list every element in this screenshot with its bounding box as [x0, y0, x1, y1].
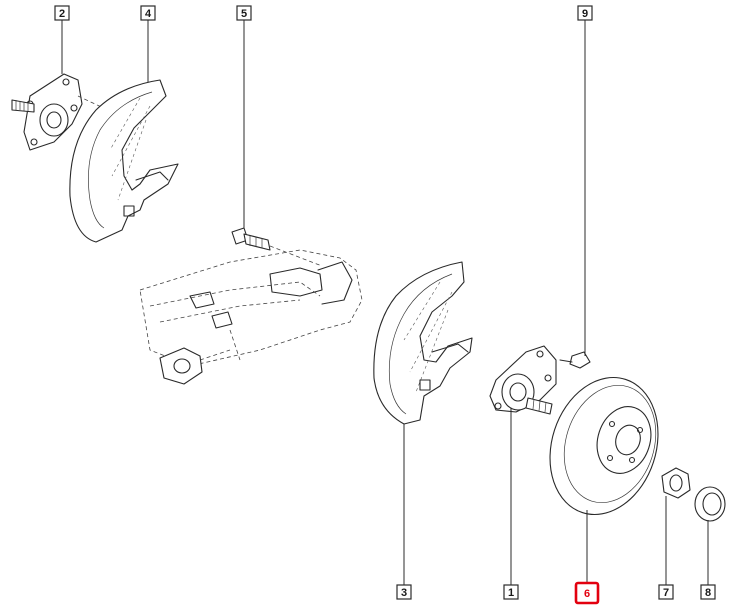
callout-4-label: 4: [145, 8, 152, 20]
callout-1-label: 1: [508, 587, 514, 599]
bolt-part-5[interactable]: [231, 227, 323, 267]
callout-5[interactable]: 5: [236, 5, 252, 21]
leader-lines: [61, 20, 709, 585]
backing-plate-part-4[interactable]: [69, 79, 179, 243]
callout-8[interactable]: 8: [700, 584, 716, 600]
callout-2-label: 2: [59, 8, 65, 20]
callout-1[interactable]: 1: [503, 584, 519, 600]
callout-6-label: 6: [584, 588, 590, 600]
callout-9[interactable]: 9: [577, 5, 593, 21]
callout-5-label: 5: [241, 8, 247, 20]
hub-knuckle-part-1[interactable]: [489, 345, 557, 415]
callout-2[interactable]: 2: [54, 5, 70, 21]
callout-6-highlighted[interactable]: 6: [574, 581, 600, 605]
rear-axle-beam: [139, 249, 363, 385]
callout-7[interactable]: 7: [658, 584, 674, 600]
stub-axle-part-2[interactable]: [11, 73, 113, 151]
dust-cap-part-8[interactable]: [694, 486, 726, 522]
callout-7-label: 7: [663, 587, 669, 599]
callout-8-label: 8: [705, 587, 711, 599]
callout-3[interactable]: 3: [396, 584, 412, 600]
callout-4[interactable]: 4: [140, 5, 156, 21]
callout-3-label: 3: [401, 587, 407, 599]
callout-9-label: 9: [582, 8, 588, 20]
hub-nut-part-7[interactable]: [661, 467, 691, 499]
backing-plate-part-3[interactable]: [373, 261, 473, 425]
brake-disc-part-6[interactable]: [533, 363, 675, 528]
